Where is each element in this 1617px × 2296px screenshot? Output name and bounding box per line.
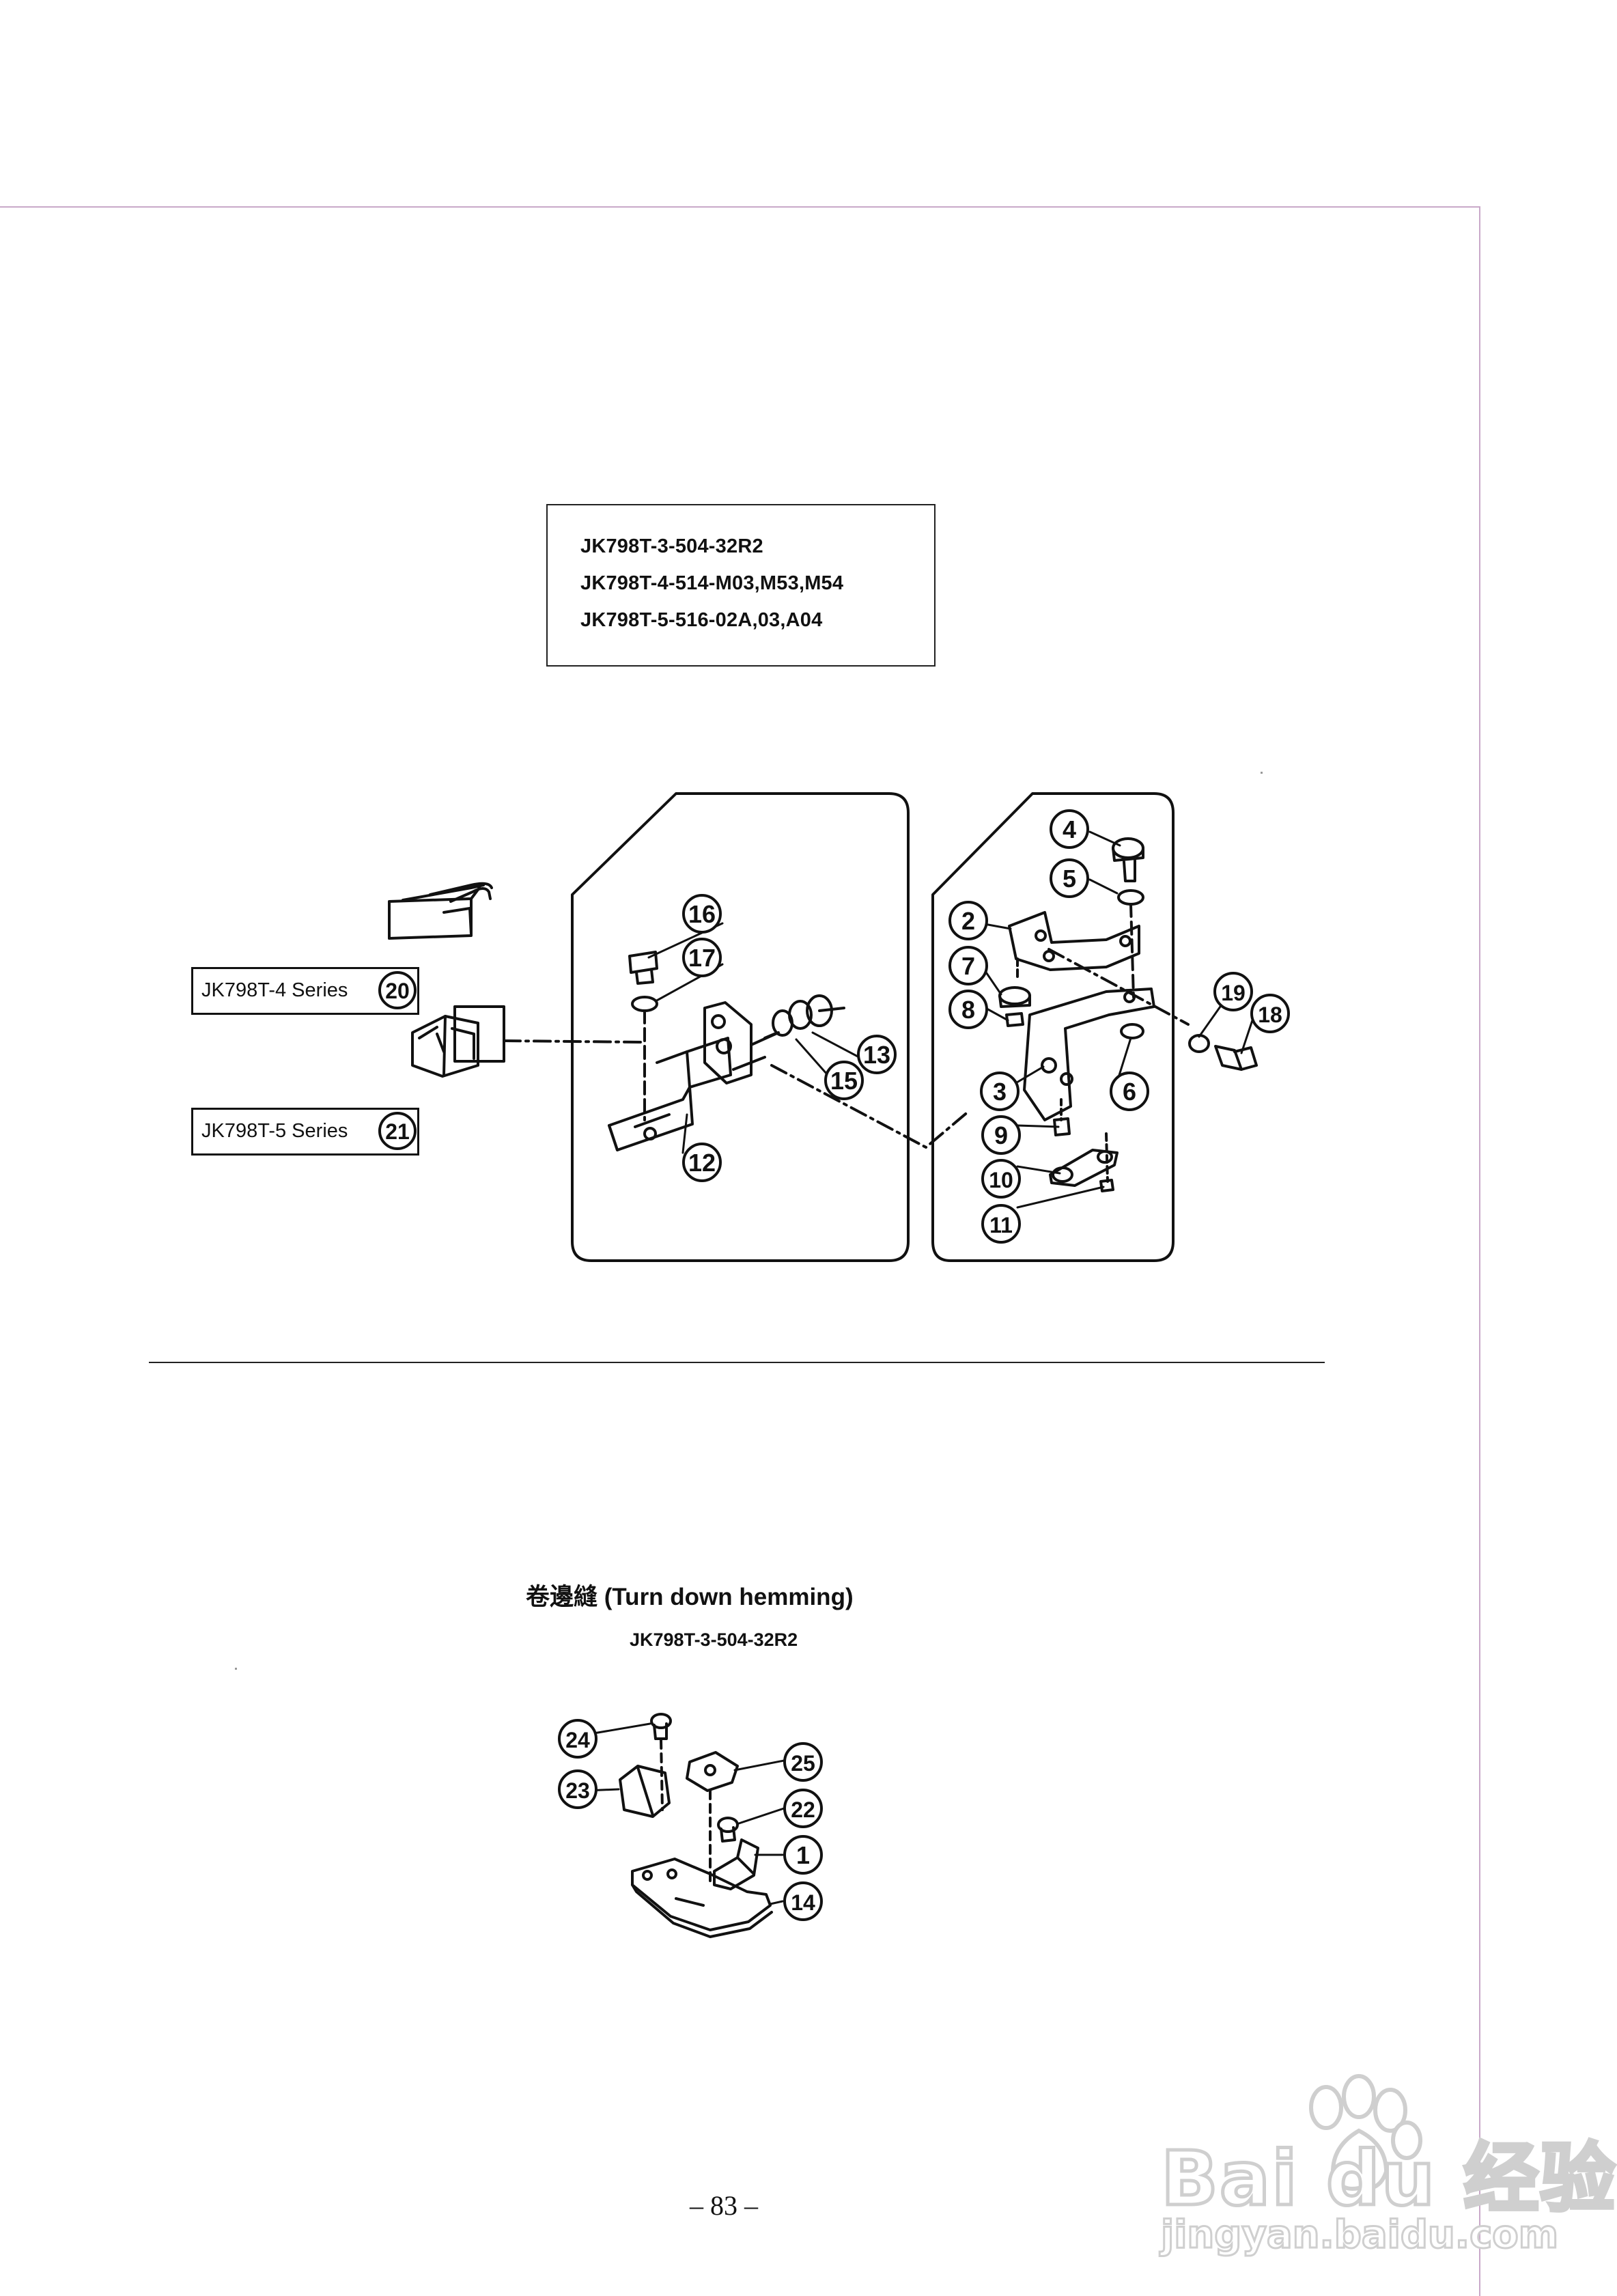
callout-17: 15 — [824, 1061, 864, 1100]
page-number: – 83 – — [690, 2190, 758, 2221]
part-14-presser-foot — [631, 1858, 773, 1938]
svg-text:2: 2 — [961, 907, 975, 935]
model-line-2: JK798T-4-514-M03,M53,M54 — [580, 572, 844, 594]
part-1-guide — [713, 1838, 759, 1890]
panel-right — [931, 792, 1175, 1262]
svg-text:11: 11 — [989, 1213, 1013, 1237]
page-frame-top — [0, 206, 1480, 208]
svg-text:22: 22 — [791, 1797, 815, 1822]
part-23-guide — [619, 1765, 671, 1818]
svg-text:13: 13 — [863, 1041, 890, 1069]
callout-6: 6 — [1110, 1072, 1149, 1111]
svg-text:23: 23 — [565, 1778, 590, 1803]
model-line-1: JK798T-3-504-32R2 — [580, 535, 763, 557]
svg-text:3: 3 — [993, 1078, 1007, 1106]
callout-16: 13 — [857, 1035, 897, 1074]
callout-25: 25 — [783, 1742, 823, 1782]
callout-2: 2 — [948, 901, 988, 940]
callout-8: 8 — [948, 990, 988, 1029]
series-4-label: JK798T-4 Series — [201, 979, 348, 1001]
callout-7: 7 — [948, 946, 988, 985]
callout-24: 24 — [558, 1719, 597, 1759]
callout-23: 23 — [558, 1769, 597, 1809]
series-label-box-4: JK798T-4 Series — [191, 967, 419, 1015]
callout-12: 18 — [1250, 994, 1290, 1033]
part-8-screw — [1005, 1012, 1024, 1027]
callout-3: 3 — [980, 1072, 1020, 1111]
section-model: JK798T-3-504-32R2 — [630, 1629, 798, 1650]
series-5-label: JK798T-5 Series — [201, 1120, 348, 1142]
model-list-box: JK798T-3-504-32R2 JK798T-4-514-M03,M53,M… — [546, 504, 936, 667]
svg-text:16: 16 — [688, 900, 716, 928]
axis-line-4 — [1105, 1132, 1109, 1183]
part-6-washer — [1120, 1023, 1144, 1039]
part-18-screw — [628, 951, 658, 985]
scan-speck — [235, 1668, 237, 1670]
part-12-screw — [1214, 1045, 1258, 1071]
callout-14: 14 — [783, 1881, 823, 1921]
watermark-brand: Bai du 经验 — [1159, 2133, 1617, 2224]
svg-text:25: 25 — [791, 1751, 815, 1776]
svg-text:10: 10 — [989, 1168, 1013, 1192]
callout-19: 17 — [682, 938, 722, 977]
svg-text:5: 5 — [1063, 865, 1076, 893]
svg-text:8: 8 — [961, 996, 975, 1024]
callout-22: 22 — [783, 1789, 823, 1828]
section-title-cn: 卷邊縫 — [526, 1584, 598, 1611]
connector-line-1 — [503, 1039, 643, 1044]
svg-text:9: 9 — [994, 1121, 1008, 1149]
callout-4: 4 — [1050, 809, 1089, 849]
svg-text:6: 6 — [1123, 1078, 1136, 1106]
part-25-plate — [686, 1751, 739, 1886]
part-3-bracket — [1023, 988, 1155, 1121]
connector-line-2 — [770, 1064, 971, 1149]
part-16-assembly — [703, 994, 845, 1084]
part-22-screw — [717, 1817, 739, 1843]
part-5-washer — [1117, 889, 1144, 906]
watermark-url: jingyan.baidu.com — [1159, 2212, 1559, 2258]
svg-text:7: 7 — [961, 952, 975, 980]
part-4-screw — [1112, 837, 1144, 882]
connector-line-3 — [1047, 948, 1190, 1026]
svg-text:19: 19 — [1221, 981, 1246, 1005]
svg-text:1: 1 — [796, 1841, 810, 1869]
svg-text:4: 4 — [1063, 815, 1076, 843]
scan-speck — [1261, 772, 1263, 774]
section-title-en: (Turn down hemming) — [604, 1584, 854, 1610]
page-frame-right — [1479, 206, 1480, 2296]
part-10-plate — [1049, 1149, 1119, 1187]
svg-text:18: 18 — [1258, 1003, 1282, 1027]
svg-text:24: 24 — [565, 1728, 590, 1752]
callout-1: 1 — [783, 1835, 823, 1875]
part-7-cap — [998, 986, 1031, 1008]
section-divider — [149, 1362, 1325, 1363]
svg-text:14: 14 — [791, 1890, 815, 1915]
part-19-washer — [631, 996, 658, 1012]
part-13-washer — [1188, 1034, 1210, 1053]
series-label-box-5: JK798T-5 Series — [191, 1108, 419, 1156]
part-20-guide — [388, 882, 493, 940]
callout-18: 16 — [682, 894, 722, 934]
callout-15: 12 — [682, 1143, 722, 1182]
part-15-bracket — [608, 1037, 732, 1151]
panel-left — [571, 792, 910, 1262]
section-title: 卷邊縫 (Turn down hemming) — [526, 1578, 854, 1612]
callout-13: 19 — [1213, 972, 1253, 1011]
callout-5: 5 — [1050, 858, 1089, 898]
part-9-screw — [1053, 1098, 1071, 1136]
part-24-screw — [650, 1713, 672, 1811]
callout-11: 11 — [981, 1204, 1021, 1244]
baidu-paw-logo — [1309, 2074, 1422, 2191]
svg-text:12: 12 — [688, 1149, 716, 1177]
svg-text:17: 17 — [688, 944, 716, 972]
callout-10: 10 — [981, 1159, 1021, 1199]
svg-text:15: 15 — [830, 1067, 858, 1095]
callout-9: 9 — [981, 1115, 1021, 1155]
axis-line-2 — [1129, 903, 1135, 998]
detail-box — [453, 1005, 505, 1063]
part-21-guide — [411, 1015, 479, 1078]
model-line-3: JK798T-5-516-02A,03,A04 — [580, 609, 823, 631]
part-2-bracket — [1008, 911, 1140, 971]
